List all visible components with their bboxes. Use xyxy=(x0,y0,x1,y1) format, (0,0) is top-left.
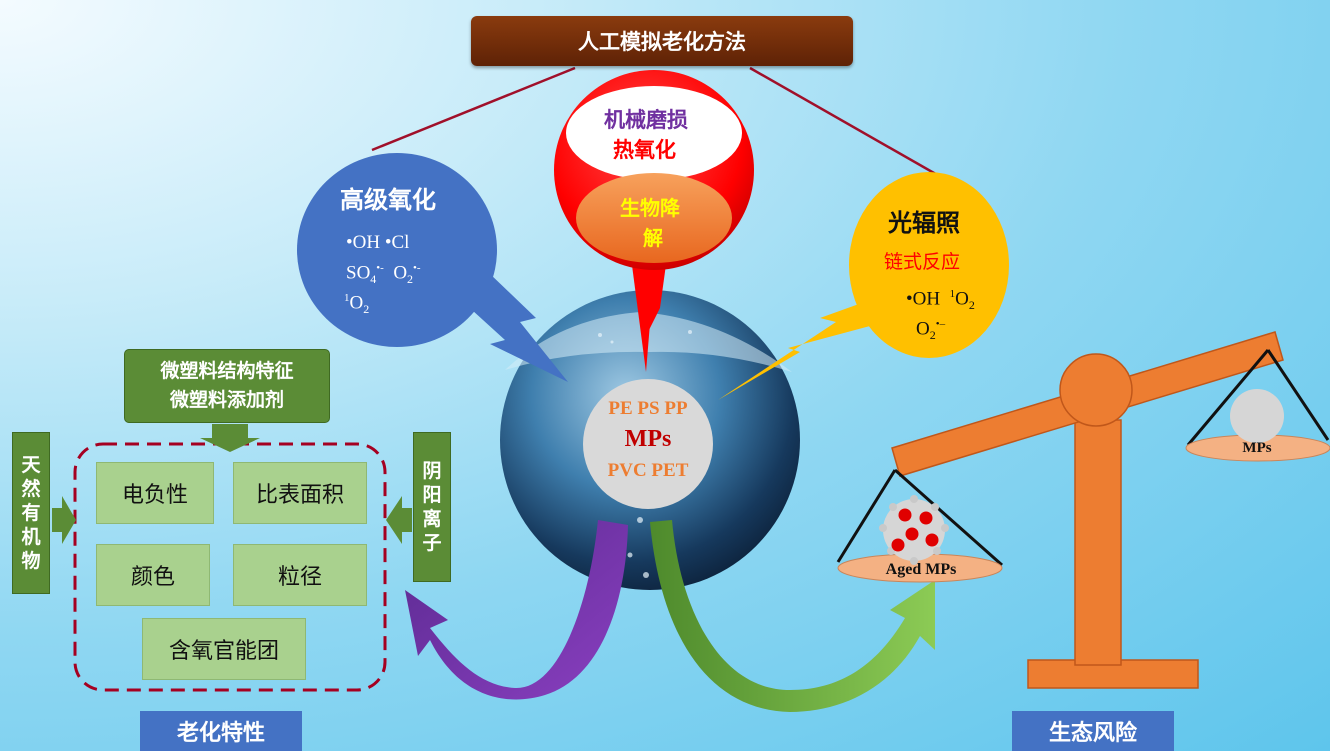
nom-char-5: 物 xyxy=(21,550,41,572)
mechanical-ellipse xyxy=(566,86,742,180)
particle-size-label: 粒径 xyxy=(277,565,322,590)
aging-characteristics-label: 老化特性 xyxy=(140,711,302,751)
arrow-left xyxy=(386,496,412,544)
right-pan-mps-label: MPs xyxy=(1242,440,1272,456)
mps-particle xyxy=(1230,389,1284,443)
property-electronegativity: 电负性 xyxy=(96,462,214,524)
structure-label: 微塑料结构特征 xyxy=(160,360,294,382)
advanced-oxidation-line2: SO4•- O2•- xyxy=(346,262,421,287)
title-text: 人工模拟老化方法 xyxy=(578,30,746,54)
structure-additive-box: 微塑料结构特征 微塑料添加剂 xyxy=(124,349,330,423)
electronegativity-label: 电负性 xyxy=(121,483,188,508)
nom-char-2: 然 xyxy=(21,478,41,500)
bio-label-line1: 生物降 xyxy=(620,196,680,220)
advanced-oxidation-line1: •OH •Cl xyxy=(346,232,410,253)
photo-irradiation-bubble xyxy=(718,172,1009,400)
advanced-oxidation-bubble xyxy=(297,153,568,382)
green-arrow xyxy=(650,520,935,712)
connector-left-line xyxy=(371,66,576,152)
mechanical-label: 机械磨损 xyxy=(604,108,688,132)
photo-subtitle: 链式反应 xyxy=(884,251,961,273)
thermal-label: 热氧化 xyxy=(613,138,676,162)
property-oxygen-groups: 含氧官能团 xyxy=(142,618,306,680)
ions-char-1: 阴 xyxy=(422,460,442,482)
aged-mps-particle xyxy=(879,495,949,565)
connector-right-line xyxy=(749,66,956,187)
property-color: 颜色 xyxy=(96,544,210,606)
polymer-list-line3: PVC PET xyxy=(607,460,689,481)
bio-label-line2: 解 xyxy=(643,226,663,250)
photo-line1: •OH 1O2 xyxy=(906,288,975,313)
ions-char-2: 阳 xyxy=(422,484,442,506)
additive-label: 微塑料添加剂 xyxy=(169,389,284,411)
purple-arrow xyxy=(405,520,628,700)
mps-center-label: MPs xyxy=(624,426,672,452)
scale-pillar xyxy=(1074,419,1122,666)
photo-line2: O2•– xyxy=(916,318,946,343)
photo-title: 光辐照 xyxy=(888,209,960,237)
property-particle-size: 粒径 xyxy=(233,544,367,606)
right-pan xyxy=(1185,349,1330,462)
mps-center-circle xyxy=(583,379,713,509)
thermal-ball xyxy=(554,70,754,372)
aged-mps-label: Aged MPs xyxy=(885,561,957,578)
ions-char-4: 子 xyxy=(422,532,442,554)
balance-scale xyxy=(891,331,1284,689)
aging-label-text: 老化特性 xyxy=(176,721,265,746)
ecological-risk-label: 生态风险 xyxy=(1012,711,1174,751)
property-surface-area: 比表面积 xyxy=(233,462,367,524)
advanced-oxidation-title: 高级氧化 xyxy=(340,186,436,214)
bio-ellipse xyxy=(576,173,732,263)
arrow-down xyxy=(200,424,260,452)
surface-area-label: 比表面积 xyxy=(255,483,344,508)
properties-frame xyxy=(73,442,387,692)
risk-label-text: 生态风险 xyxy=(1048,721,1137,746)
title-box: 人工模拟老化方法 xyxy=(471,16,853,66)
nom-char-4: 机 xyxy=(21,526,41,548)
color-label: 颜色 xyxy=(130,565,175,590)
natural-organic-matter-box: 天 然 有 机 物 xyxy=(12,432,50,594)
oxygen-groups-label: 含氧官能团 xyxy=(168,639,279,664)
factor-arrows xyxy=(52,424,412,544)
polymer-list-line1: PE PS PP xyxy=(608,398,688,419)
nom-char-1: 天 xyxy=(21,454,41,476)
ions-box: 阴 阳 离 子 xyxy=(413,432,451,582)
left-pan xyxy=(836,468,1003,583)
connector-lines xyxy=(371,66,956,187)
nom-char-3: 有 xyxy=(21,502,41,524)
arrow-right xyxy=(52,496,76,544)
ions-char-3: 离 xyxy=(422,508,442,530)
advanced-oxidation-line3: 1O2 xyxy=(344,292,370,317)
scale-pivot xyxy=(1059,353,1133,427)
